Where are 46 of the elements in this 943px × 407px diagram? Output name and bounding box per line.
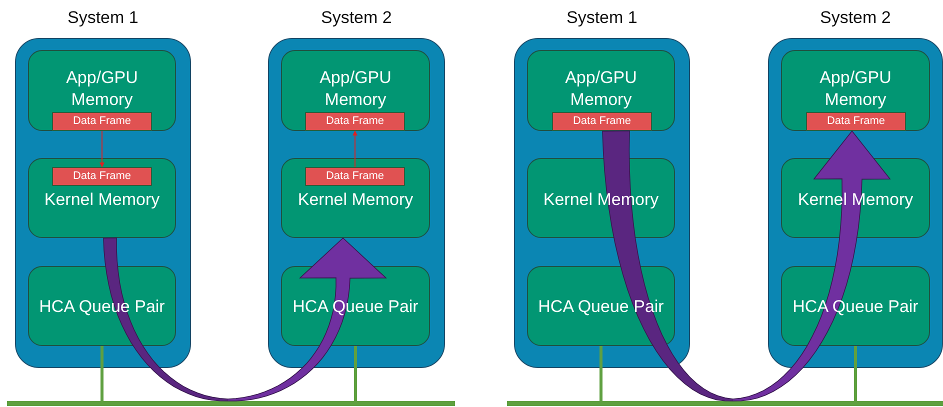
block-label: App/GPU Memory — [65, 67, 139, 111]
data-frame-block — [806, 112, 906, 131]
memory-block — [527, 50, 675, 131]
block-label: Data Frame — [72, 169, 132, 184]
memory-block — [28, 50, 176, 131]
block-label: HCA Queue Pair — [292, 296, 418, 318]
memory-block — [28, 158, 176, 238]
system-heading: System 1 — [566, 8, 638, 28]
arrow — [352, 130, 358, 168]
block-label: Kernel Memory — [298, 189, 414, 211]
network-bus-bar — [507, 401, 943, 406]
memory-block — [28, 266, 176, 346]
memory-block — [781, 50, 930, 131]
block-label: Data Frame — [72, 114, 132, 129]
curved-arrow — [103, 237, 388, 402]
system-heading: System 1 — [68, 8, 138, 28]
block-label: Kernel Memory — [798, 189, 914, 211]
memory-block — [281, 50, 430, 131]
data-frame-block — [552, 112, 652, 131]
block-label: App/GPU Memory — [818, 67, 892, 111]
block-label: HCA Queue Pair — [39, 296, 165, 318]
data-frame-block — [52, 167, 152, 186]
connector-line — [354, 346, 357, 401]
block-label: Data Frame — [326, 114, 384, 129]
arrow — [100, 130, 104, 168]
block-label: App/GPU Memory — [318, 67, 392, 111]
block-label: HCA Queue Pair — [538, 296, 664, 318]
system-heading: System 2 — [321, 8, 392, 28]
data-frame-block — [52, 112, 152, 131]
data-frame-block — [305, 112, 405, 131]
block-label: Data Frame — [326, 169, 384, 184]
connector-line — [600, 346, 602, 401]
curved-arrow — [602, 130, 891, 402]
connector-line — [100, 346, 104, 401]
block-label: HCA Queue Pair — [792, 296, 918, 318]
network-bus-bar — [7, 401, 455, 406]
memory-block — [281, 158, 430, 238]
data-frame-block — [305, 167, 405, 186]
block-label: Kernel Memory — [543, 189, 659, 211]
block-label: Kernel Memory — [44, 189, 160, 211]
block-label: Data Frame — [826, 114, 886, 129]
system-heading: System 2 — [820, 8, 891, 28]
connector-line — [854, 346, 857, 401]
memory-block — [781, 266, 930, 346]
block-label: App/GPU Memory — [564, 67, 638, 111]
block-label: Data Frame — [572, 114, 632, 129]
